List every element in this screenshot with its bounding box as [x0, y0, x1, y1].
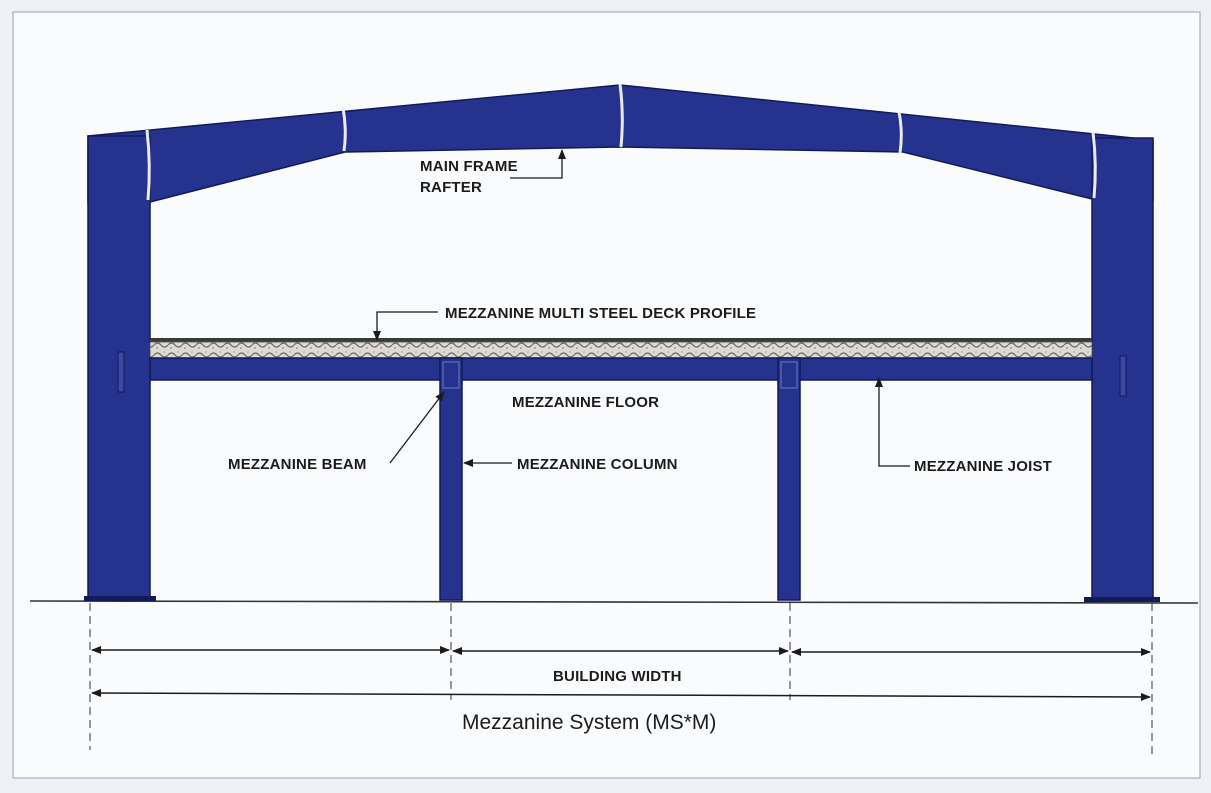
- mezzanine-column-1: [439, 357, 463, 601]
- column-2-connection: [780, 361, 798, 389]
- deck-top-line: [150, 338, 1092, 342]
- mezzanine-column-2: [777, 357, 801, 601]
- ground-line: [29, 600, 1199, 604]
- label-rafter: RAFTER: [420, 179, 482, 196]
- label-main-frame: MAIN FRAME: [420, 158, 518, 175]
- right-column-bracket: [1119, 355, 1127, 397]
- mezzanine-beam-bar: [149, 357, 1093, 381]
- rafter-splices: [145, 83, 1097, 201]
- extension-lines: [89, 603, 1153, 755]
- label-deck-profile: MEZZANINE MULTI STEEL DECK PROFILE: [445, 305, 756, 322]
- main-frame: [84, 83, 1160, 602]
- leader-lines: [373, 149, 910, 467]
- deck-leader: [373, 311, 438, 341]
- joist-leader: [875, 377, 910, 467]
- label-mezzanine-beam: MEZZANINE BEAM: [228, 456, 367, 473]
- right-base-plate: [1084, 597, 1160, 602]
- mezzanine-structure: [149, 338, 1093, 601]
- column-1-connection: [442, 361, 460, 389]
- mezzanine-deck-slab: [149, 341, 1093, 359]
- rafter-leader: [510, 149, 566, 179]
- dimension-lines: [91, 646, 1151, 701]
- label-mezzanine-floor: MEZZANINE FLOOR: [512, 394, 659, 411]
- beam-leader: [389, 391, 445, 464]
- label-building-width: BUILDING WIDTH: [553, 668, 682, 685]
- diagram-title: Mezzanine System (MS*M): [462, 711, 716, 734]
- label-mezzanine-joist: MEZZANINE JOIST: [914, 458, 1052, 475]
- left-base-plate: [84, 596, 156, 601]
- dim-building-width: [91, 689, 1151, 701]
- label-mezzanine-column: MEZZANINE COLUMN: [517, 456, 678, 473]
- left-column-bracket: [117, 351, 125, 393]
